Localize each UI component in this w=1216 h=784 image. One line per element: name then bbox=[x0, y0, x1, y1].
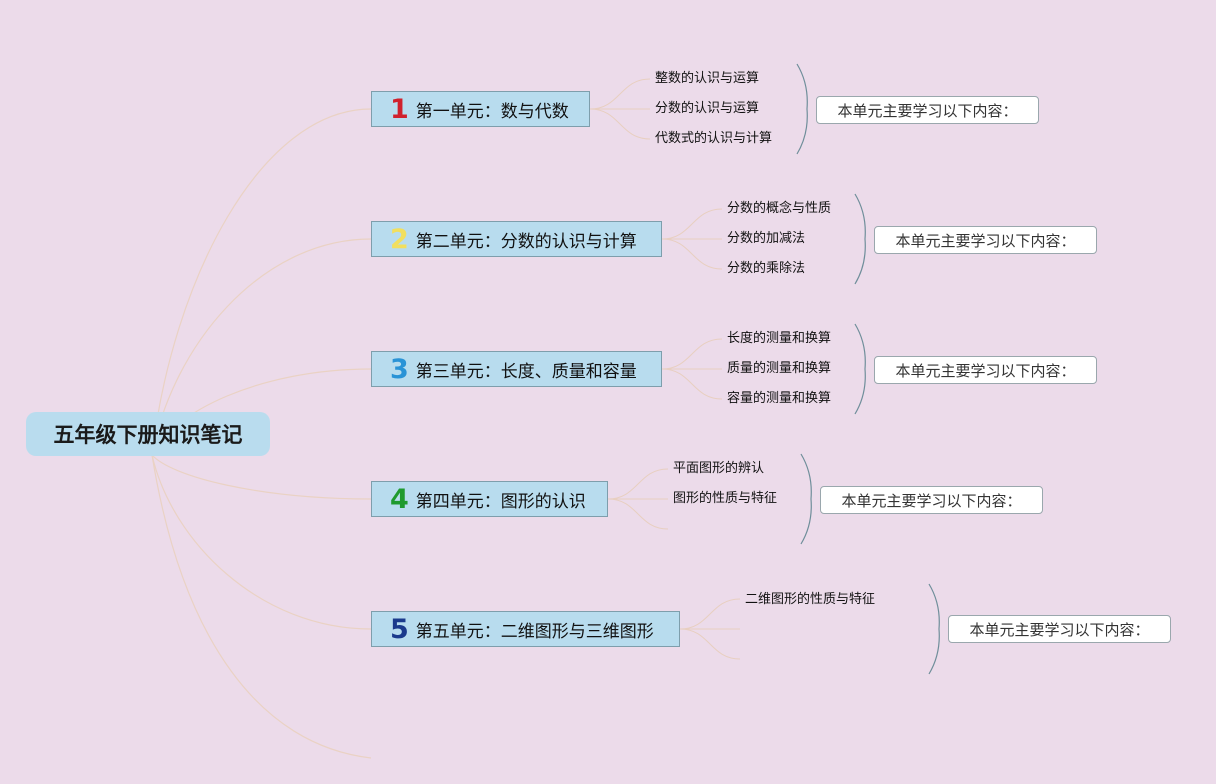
unit-title-5: 第五单元：二维图形与三维图形 bbox=[415, 621, 654, 642]
branch-line-extra bbox=[151, 454, 372, 759]
unit-title-2: 第二单元：分数的认识与计算 bbox=[415, 231, 637, 252]
topic-line-4-3 bbox=[607, 498, 669, 530]
topic-3-3[interactable]: 容量的测量和换算 bbox=[727, 391, 832, 406]
branch-line-5 bbox=[151, 454, 372, 630]
topic-2-2[interactable]: 分数的加减法 bbox=[727, 231, 806, 246]
summary-box-2[interactable]: 本单元主要学习以下内容： bbox=[874, 226, 1097, 254]
unit-node-4[interactable]: 4 第四单元：图形的认识 bbox=[371, 481, 608, 517]
topic-1-1[interactable]: 整数的认识与运算 bbox=[655, 71, 760, 86]
unit-title-1: 第一单元：数与代数 bbox=[415, 101, 569, 122]
topic-5-1[interactable]: 二维图形的性质与特征 bbox=[745, 592, 876, 607]
unit-node-5[interactable]: 5 第五单元：二维图形与三维图形 bbox=[371, 611, 680, 647]
root-node[interactable]: 五年级下册知识笔记 bbox=[26, 412, 270, 456]
summary-brace-2 bbox=[854, 193, 866, 285]
summary-brace-5 bbox=[928, 583, 940, 675]
branch-line-4 bbox=[151, 454, 372, 500]
root-label: 五年级下册知识笔记 bbox=[53, 423, 243, 447]
summary-box-5[interactable]: 本单元主要学习以下内容： bbox=[948, 615, 1171, 643]
summary-brace-3 bbox=[854, 323, 866, 415]
unit-node-2[interactable]: 2 第二单元：分数的认识与计算 bbox=[371, 221, 662, 257]
topic-line-1-1 bbox=[589, 78, 651, 110]
topic-1-2[interactable]: 分数的认识与运算 bbox=[655, 101, 760, 116]
topic-line-5-3 bbox=[679, 628, 741, 660]
unit-node-1[interactable]: 1 第一单元：数与代数 bbox=[371, 91, 590, 127]
topic-2-3[interactable]: 分数的乘除法 bbox=[727, 261, 806, 276]
summary-box-3[interactable]: 本单元主要学习以下内容： bbox=[874, 356, 1097, 384]
topic-line-1-3 bbox=[589, 108, 651, 140]
unit-number-1: 1 bbox=[390, 93, 409, 125]
unit-node-3[interactable]: 3 第三单元：长度、质量和容量 bbox=[371, 351, 662, 387]
topic-line-5-1 bbox=[679, 598, 741, 630]
summary-box-1[interactable]: 本单元主要学习以下内容： bbox=[816, 96, 1039, 124]
branch-line-1 bbox=[151, 108, 372, 456]
topic-3-1[interactable]: 长度的测量和换算 bbox=[727, 331, 832, 346]
topic-line-2-3 bbox=[661, 238, 723, 270]
topic-line-2-1 bbox=[661, 208, 723, 240]
topic-3-2[interactable]: 质量的测量和换算 bbox=[727, 361, 832, 376]
topic-1-3[interactable]: 代数式的认识与计算 bbox=[655, 131, 773, 146]
topic-4-1[interactable]: 平面图形的辨认 bbox=[673, 461, 765, 476]
summary-brace-4 bbox=[800, 453, 812, 545]
unit-number-5: 5 bbox=[390, 613, 409, 645]
unit-number-4: 4 bbox=[390, 483, 409, 515]
unit-number-3: 3 bbox=[390, 353, 409, 385]
topic-line-3-1 bbox=[661, 338, 723, 370]
topic-2-1[interactable]: 分数的概念与性质 bbox=[727, 201, 832, 216]
summary-brace-1 bbox=[796, 63, 808, 155]
summary-box-4[interactable]: 本单元主要学习以下内容： bbox=[820, 486, 1043, 514]
topic-4-2[interactable]: 图形的性质与特征 bbox=[673, 491, 778, 506]
unit-title-3: 第三单元：长度、质量和容量 bbox=[415, 361, 637, 382]
topic-line-3-3 bbox=[661, 368, 723, 400]
unit-title-4: 第四单元：图形的认识 bbox=[415, 491, 586, 512]
topic-line-4-1 bbox=[607, 468, 669, 500]
unit-number-2: 2 bbox=[390, 223, 409, 255]
